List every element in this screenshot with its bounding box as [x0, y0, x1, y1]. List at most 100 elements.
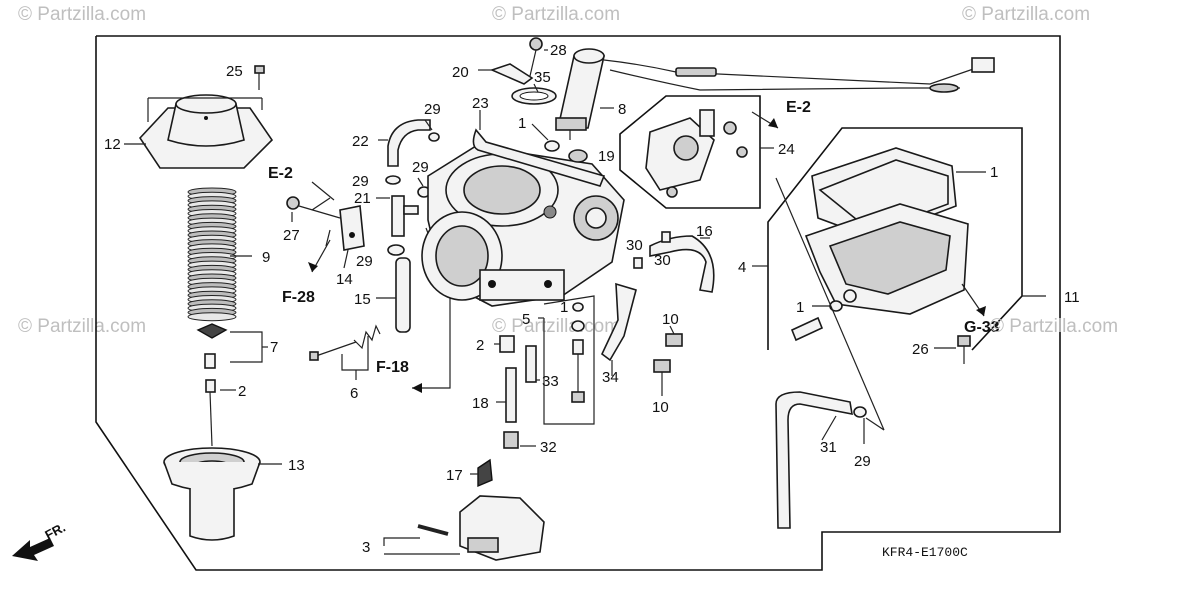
callout-33: 33	[542, 373, 559, 390]
throttle-stop-14	[286, 196, 365, 251]
drain-tube-15	[395, 257, 411, 333]
jet-needle-2	[205, 379, 216, 447]
callout-35: 35	[534, 69, 551, 86]
callout-7: 7	[270, 339, 278, 356]
drain-screw-32	[503, 431, 519, 449]
ring-35	[511, 87, 557, 105]
washer-19	[568, 149, 588, 163]
callout-20: 20	[452, 64, 469, 81]
watermark: © Partzilla.com	[492, 316, 620, 337]
diagram-frame	[95, 35, 1061, 571]
drain-screw-26	[957, 335, 971, 364]
sensor-3	[417, 495, 545, 561]
elbow-hose-22	[387, 119, 431, 167]
callout-29: 29	[352, 173, 369, 190]
callout-30: 30	[654, 252, 671, 269]
drain-hose-31	[775, 391, 853, 529]
callout-34: 34	[602, 369, 619, 386]
diagram-code: KFR4-E1700C	[882, 545, 968, 560]
float-bowl-11	[804, 147, 969, 315]
callout-17: 17	[446, 467, 463, 484]
callout-31: 31	[820, 439, 837, 456]
jet-set-5	[571, 302, 585, 403]
callout-18: 18	[472, 395, 489, 412]
callout-29: 29	[854, 453, 871, 470]
overflow-hose-16	[649, 235, 715, 293]
clip-29	[853, 406, 867, 418]
cable-bracket-20	[489, 37, 543, 85]
callout-30: 30	[626, 237, 643, 254]
callout-12: 12	[104, 136, 121, 153]
vacuum-piston-13	[163, 447, 261, 541]
clip-29	[387, 244, 405, 256]
float-bowl-box	[767, 127, 1023, 351]
ref-g33: G-33	[964, 319, 1000, 336]
callout-1: 1	[518, 115, 526, 132]
callout-29: 29	[412, 159, 429, 176]
callout-10: 10	[652, 399, 669, 416]
callout-28: 28	[550, 42, 567, 59]
callout-10: 10	[662, 311, 679, 328]
callout-15: 15	[354, 291, 371, 308]
callout-25: 25	[226, 63, 243, 80]
watermark: © Partzilla.com	[962, 4, 1090, 25]
direction-label: FR.	[42, 520, 68, 543]
callout-26: 26	[912, 341, 929, 358]
callout-21: 21	[354, 190, 371, 207]
pilot-screw-6	[309, 324, 381, 361]
spring-9	[187, 187, 237, 322]
callout-2: 2	[238, 383, 246, 400]
jet-set-box	[543, 295, 595, 425]
float-valve	[790, 316, 824, 342]
needle-jet-2	[499, 335, 515, 353]
top-cover-12	[138, 94, 274, 169]
needle-holder-7	[196, 323, 228, 369]
callout-6: 6	[350, 385, 358, 402]
clamp-30	[633, 257, 643, 269]
callout-22: 22	[352, 133, 369, 150]
sensor-17	[477, 458, 493, 488]
throttle-link-34	[600, 282, 637, 362]
callout-9: 9	[262, 249, 270, 266]
callout-29: 29	[424, 101, 441, 118]
jet-holder-18	[505, 367, 517, 423]
callout-24: 24	[778, 141, 795, 158]
callout-23: 23	[472, 95, 489, 112]
accelerator-pump-24	[645, 109, 748, 198]
callout-11: 11	[1064, 289, 1080, 306]
pump-assembly-box	[619, 95, 761, 209]
ref-e2-right: E-2	[786, 99, 811, 116]
watermark: © Partzilla.com	[18, 4, 146, 25]
callout-2: 2	[476, 337, 484, 354]
callout-13: 13	[288, 457, 305, 474]
carburetor-body	[421, 128, 625, 307]
ref-f28: F-28	[282, 289, 315, 306]
watermark: © Partzilla.com	[990, 316, 1118, 337]
callout-3: 3	[362, 539, 370, 556]
watermark: © Partzilla.com	[492, 4, 620, 25]
callout-4: 4	[738, 259, 746, 276]
main-jet-33	[525, 345, 537, 383]
callout-1: 1	[796, 299, 804, 316]
t-fitting-21	[391, 195, 419, 237]
screw-25	[254, 65, 265, 90]
callout-8: 8	[618, 101, 626, 118]
callout-16: 16	[696, 223, 713, 240]
front-direction-arrow-icon	[12, 538, 54, 561]
ref-f18: F-18	[376, 359, 409, 376]
callout-1: 1	[990, 164, 998, 181]
clip-29	[385, 175, 401, 185]
callout-27: 27	[283, 227, 300, 244]
screw-10	[653, 333, 683, 373]
callout-14: 14	[336, 271, 353, 288]
watermark: © Partzilla.com	[18, 316, 146, 337]
ref-e2-left: E-2	[268, 165, 293, 182]
callout-19: 19	[598, 148, 615, 165]
o-ring-1	[544, 140, 560, 152]
clamp-30	[661, 231, 671, 243]
clip-29	[428, 132, 440, 142]
starter-valve-8	[555, 48, 605, 140]
callout-32: 32	[540, 439, 557, 456]
